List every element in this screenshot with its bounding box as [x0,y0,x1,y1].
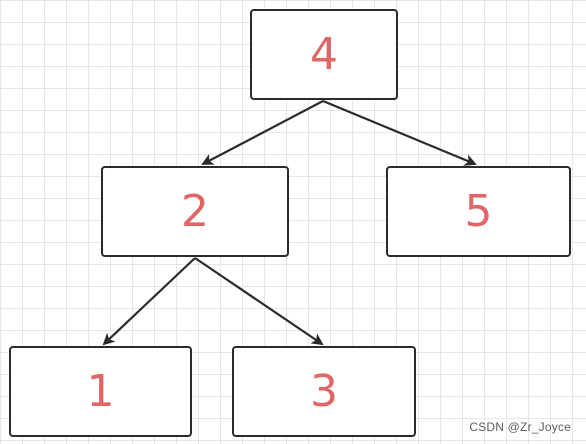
edge-4-to-2 [201,100,324,165]
edge-4-to-5 [322,99,477,166]
edge-2-to-1 [102,257,196,346]
edge-2-to-3 [194,257,324,346]
tree-node-5: 5 [386,166,571,257]
tree-node-1: 1 [9,346,192,437]
csdn-watermark: CSDN @Zr_Joyce [469,420,571,434]
tree-node-4: 4 [250,9,398,100]
tree-node-3: 3 [232,346,416,437]
tree-node-2: 2 [101,166,289,257]
